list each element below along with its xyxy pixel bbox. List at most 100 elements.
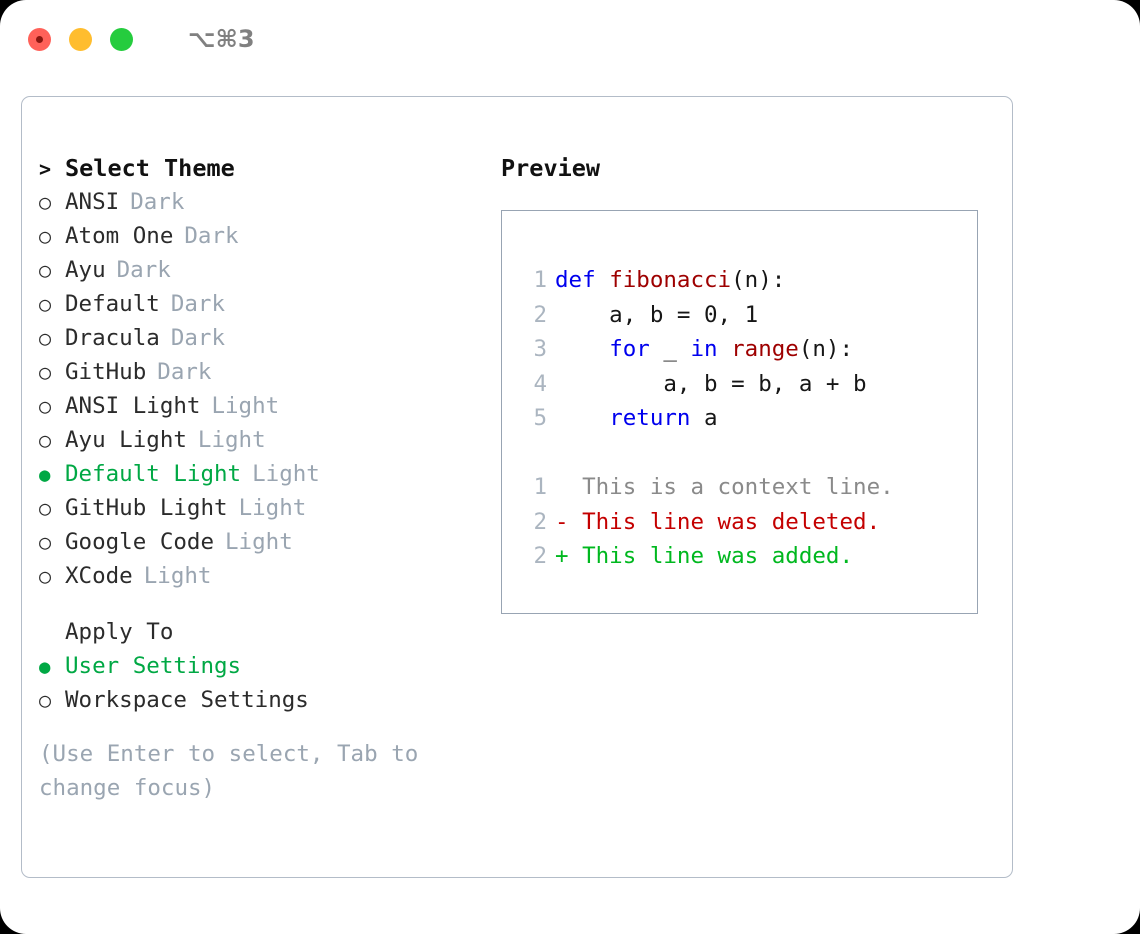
list-spacer: [39, 593, 499, 615]
code-line: 1 def fibonacci(n):: [520, 263, 894, 298]
minimize-window-button[interactable]: [69, 27, 92, 51]
theme-option-xcode[interactable]: XCode Light: [39, 559, 499, 593]
theme-option-label: Atom One: [65, 223, 174, 249]
select-theme-header: > Select Theme: [39, 151, 499, 185]
radio-unselected-icon[interactable]: [39, 683, 65, 717]
help-text: (Use Enter to select, Tab to change focu…: [39, 737, 439, 805]
code-token: a: [690, 405, 718, 431]
code-token: [555, 405, 609, 431]
code-line: 2 a, b = 0, 1: [520, 298, 894, 333]
radio-unselected-icon[interactable]: [39, 491, 65, 525]
radio-unselected-icon[interactable]: [39, 423, 65, 457]
radio-selected-icon[interactable]: [39, 458, 65, 492]
theme-option-label: Google Code: [65, 529, 215, 555]
code-token: fibonacci: [609, 267, 732, 293]
radio-unselected-icon[interactable]: [39, 389, 65, 423]
apply-to-label: Apply To: [65, 619, 174, 645]
theme-option-label: ANSI Light: [65, 393, 201, 419]
theme-variant-badge: Light: [211, 393, 280, 419]
line-number: 3: [533, 336, 547, 362]
select-theme-title: Select Theme: [65, 154, 235, 182]
radio-unselected-icon[interactable]: [39, 253, 65, 287]
code-token: return: [609, 405, 691, 431]
theme-option-label: Dracula: [65, 325, 160, 351]
code-token: (n):: [731, 267, 786, 293]
theme-variant-badge: Dark: [157, 359, 212, 385]
theme-picker-panel: > Select Theme ANSIDarkAtom OneDarkAyuDa…: [21, 96, 1013, 878]
radio-unselected-icon[interactable]: [39, 219, 65, 253]
apply-to-option-workspace-settings[interactable]: Workspace Settings: [39, 683, 499, 717]
radio-selected-icon[interactable]: [39, 650, 65, 684]
theme-variant-badge: Dark: [116, 257, 171, 283]
radio-unselected-icon[interactable]: [39, 185, 65, 219]
diff-line: 1 This is a context line.: [520, 470, 894, 505]
diff-line-number: 1: [533, 474, 547, 500]
code-token: a, b = b, a + b: [555, 370, 867, 397]
theme-variant-badge: Light: [143, 563, 212, 589]
theme-variant-badge: Dark: [184, 223, 239, 249]
help-line-1: (Use Enter to select, Tab to: [39, 741, 419, 767]
line-number: 5: [533, 405, 547, 431]
theme-option-atom-one[interactable]: Atom One Dark: [39, 219, 499, 253]
apply-to-option-list: User SettingsWorkspace Settings: [39, 649, 499, 717]
diff-sign: +: [555, 543, 583, 569]
help-line-2: change focus): [39, 775, 216, 801]
diff-line: 2- This line was deleted.: [520, 505, 894, 540]
radio-unselected-icon[interactable]: [39, 321, 65, 355]
diff-text: This line was added.: [582, 543, 854, 569]
theme-option-label: GitHub: [65, 359, 147, 385]
code-token: for: [609, 336, 650, 362]
theme-option-default-light[interactable]: Default Light Light: [39, 457, 499, 491]
theme-option-label: Ayu: [65, 257, 106, 283]
theme-option-google-code[interactable]: Google Code Light: [39, 525, 499, 559]
theme-variant-badge: Light: [238, 495, 307, 521]
theme-option-github[interactable]: GitHub Dark: [39, 355, 499, 389]
line-number: 4: [533, 370, 547, 397]
theme-option-label: Ayu Light: [65, 427, 187, 453]
diff-text: This is a context line.: [582, 474, 894, 500]
theme-option-label: GitHub Light: [65, 495, 228, 521]
theme-list-column: > Select Theme ANSIDarkAtom OneDarkAyuDa…: [39, 151, 499, 805]
code-token: (n):: [798, 336, 854, 362]
radio-unselected-icon[interactable]: [39, 559, 65, 593]
theme-option-label: XCode: [65, 563, 133, 589]
diff-line-number: 2: [533, 508, 547, 535]
radio-unselected-icon[interactable]: [39, 355, 65, 389]
code-token: def: [555, 267, 610, 293]
radio-unselected-icon[interactable]: [39, 287, 65, 321]
diff-text: This line was deleted.: [582, 508, 881, 535]
theme-variant-badge: Light: [225, 529, 293, 555]
code-blank-line: [520, 436, 894, 471]
apply-to-section-label: Apply To: [39, 615, 499, 649]
line-number: 1: [533, 267, 547, 293]
keyboard-shortcut-label: ⌥⌘3: [188, 25, 255, 53]
apply-to-option-label: User Settings: [65, 653, 242, 679]
theme-variant-badge: Light: [252, 461, 320, 487]
theme-option-label: Default Light: [65, 461, 242, 487]
diff-sign: [555, 474, 582, 500]
theme-variant-badge: Dark: [130, 189, 185, 215]
diff-sign: -: [555, 508, 583, 535]
preview-title: Preview: [501, 154, 601, 182]
theme-option-ansi-light[interactable]: ANSI Light Light: [39, 389, 499, 423]
theme-option-ayu[interactable]: Ayu Dark: [39, 253, 499, 287]
window-controls: [28, 27, 133, 51]
code-token: range: [731, 336, 799, 362]
code-line: 5 return a: [520, 401, 894, 436]
line-number: 2: [533, 301, 547, 328]
diff-line-number: 2: [533, 543, 547, 569]
zoom-window-button[interactable]: [110, 27, 133, 51]
caret-icon: >: [39, 157, 52, 181]
radio-unselected-icon[interactable]: [39, 525, 65, 559]
apply-to-option-user-settings[interactable]: User Settings: [39, 649, 499, 683]
code-token: _: [649, 336, 691, 362]
theme-option-github-light[interactable]: GitHub Light Light: [39, 491, 499, 525]
close-window-button[interactable]: [28, 27, 51, 51]
